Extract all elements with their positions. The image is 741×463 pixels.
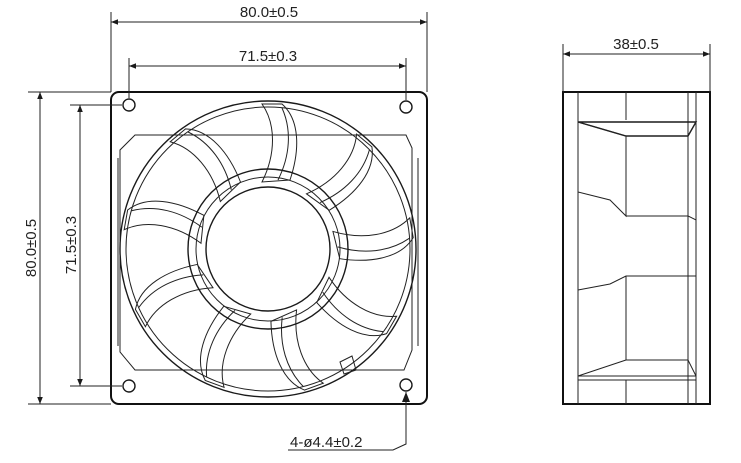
mounting-hole-bottom-right [399,378,413,392]
dimension-depth: 38±0.5 [562,36,711,92]
dimension-hole-spacing-width: 71.5±0.3 [128,48,407,100]
mounting-holes [122,98,413,393]
dimension-overall-width: 80.0±0.5 [110,4,428,92]
impeller-blades [123,103,414,391]
mounting-hole-bottom-left [122,379,136,393]
dim-overall-width-label: 80.0±0.5 [240,4,298,21]
front-view: 80.0±0.5 71.5±0.3 80.0±0.5 71.5±0.3 [23,4,428,451]
dimension-overall-height: 80.0±0.5 [23,91,111,405]
dim-hole-spacing-width-label: 71.5±0.3 [239,48,297,65]
fan-shroud [119,100,417,398]
dimension-hole-spacing-height: 71.5±0.3 [63,104,122,387]
mounting-hole-top-right [399,100,413,114]
fan-frame [110,91,428,405]
leader-mounting-holes: 4-ø4.4±0.2 [288,392,410,451]
mounting-hole-top-left [122,98,136,112]
fan-hub [187,168,349,330]
dim-depth-label: 38±0.5 [613,36,659,53]
dim-hole-spacing-height-label: 71.5±0.3 [63,216,80,274]
wire-tab [339,355,357,375]
mounting-hole-spec-label: 4-ø4.4±0.2 [290,434,362,451]
fan-side-body [562,91,711,405]
dim-overall-height-label: 80.0±0.5 [23,219,40,277]
side-view: 38±0.5 [562,36,711,405]
